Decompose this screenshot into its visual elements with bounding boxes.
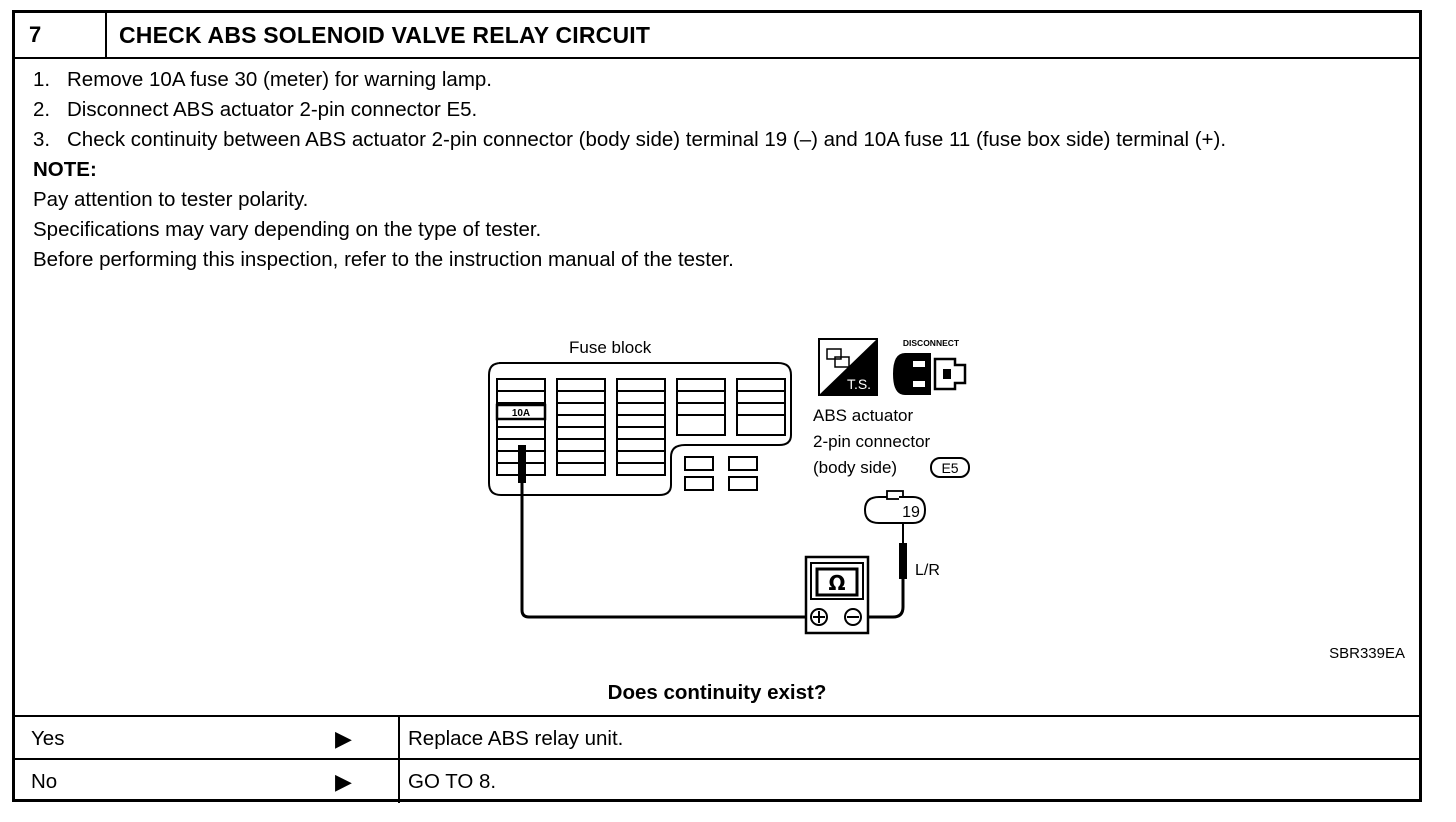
positive-lead (520, 483, 811, 619)
procedure-step: 3.Check continuity between ABS actuator … (33, 128, 1227, 151)
row-divider (398, 760, 400, 803)
ohmmeter-icon: Ω (804, 555, 870, 635)
connector-label-line2: 2-pin connector (813, 432, 931, 451)
note-label: NOTE: (33, 158, 97, 181)
terminal-number: 19 (902, 504, 920, 521)
procedure-step: 2.Disconnect ABS actuator 2-pin connecto… (33, 98, 478, 121)
arrow-right-icon: ▶ (335, 726, 352, 751)
answer-label: No (31, 770, 58, 793)
circuit-diagram: Fuse block (488, 338, 970, 635)
connector-label-line3: (body side) (813, 458, 897, 477)
positive-probe (518, 445, 526, 483)
answer-result: GO TO 8. (408, 770, 497, 793)
figure-reference: SBR339EA (1329, 645, 1405, 662)
negative-probe (899, 543, 907, 579)
inspection-step-frame: 7 CHECK ABS SOLENOID VALVE RELAY CIRCUIT… (12, 10, 1422, 803)
ts-icon (818, 338, 878, 396)
step-instructions: 1.Remove 10A fuse 30 (meter) for warning… (33, 65, 1413, 275)
answer-row-yes: Yes ▶ Replace ABS relay unit. (15, 715, 1419, 760)
connector-id: E5 (941, 460, 958, 476)
note-line: Pay attention to tester polarity. (33, 188, 309, 211)
fuse-10a (495, 403, 547, 421)
negative-lead (859, 575, 905, 619)
answer-label: Yes (31, 727, 65, 750)
connector-id-badge (930, 457, 970, 478)
note-line: Specifications may vary depending on the… (33, 218, 542, 241)
row-divider (398, 717, 400, 760)
wire-color-label: L/R (915, 562, 940, 579)
step-header: 7 CHECK ABS SOLENOID VALVE RELAY CIRCUIT (15, 13, 1419, 59)
step-number: 7 (15, 13, 107, 57)
procedure-step: 1.Remove 10A fuse 30 (meter) for warning… (33, 68, 492, 91)
ohm-symbol: Ω (828, 571, 845, 595)
step-title: CHECK ABS SOLENOID VALVE RELAY CIRCUIT (119, 22, 651, 48)
inspection-question: Does continuity exist? (607, 681, 827, 704)
fuse-10a-label: 10A (512, 408, 530, 419)
ts-label: T.S. (847, 376, 871, 392)
fuse-block-icon (488, 362, 792, 496)
answer-result: Replace ABS relay unit. (408, 727, 624, 750)
connector-label-line1: ABS actuator (813, 406, 914, 425)
disconnect-label: DISCONNECT (903, 338, 960, 348)
arrow-right-icon: ▶ (335, 769, 352, 794)
note-line: Before performing this inspection, refer… (33, 248, 734, 271)
answer-row-no: No ▶ GO TO 8. (15, 758, 1419, 803)
procedure-list: 1.Remove 10A fuse 30 (meter) for warning… (33, 65, 1413, 155)
connector-19-icon (863, 490, 927, 524)
disconnect-connector-icon (893, 353, 967, 395)
fuse-block-label: Fuse block (569, 338, 652, 357)
